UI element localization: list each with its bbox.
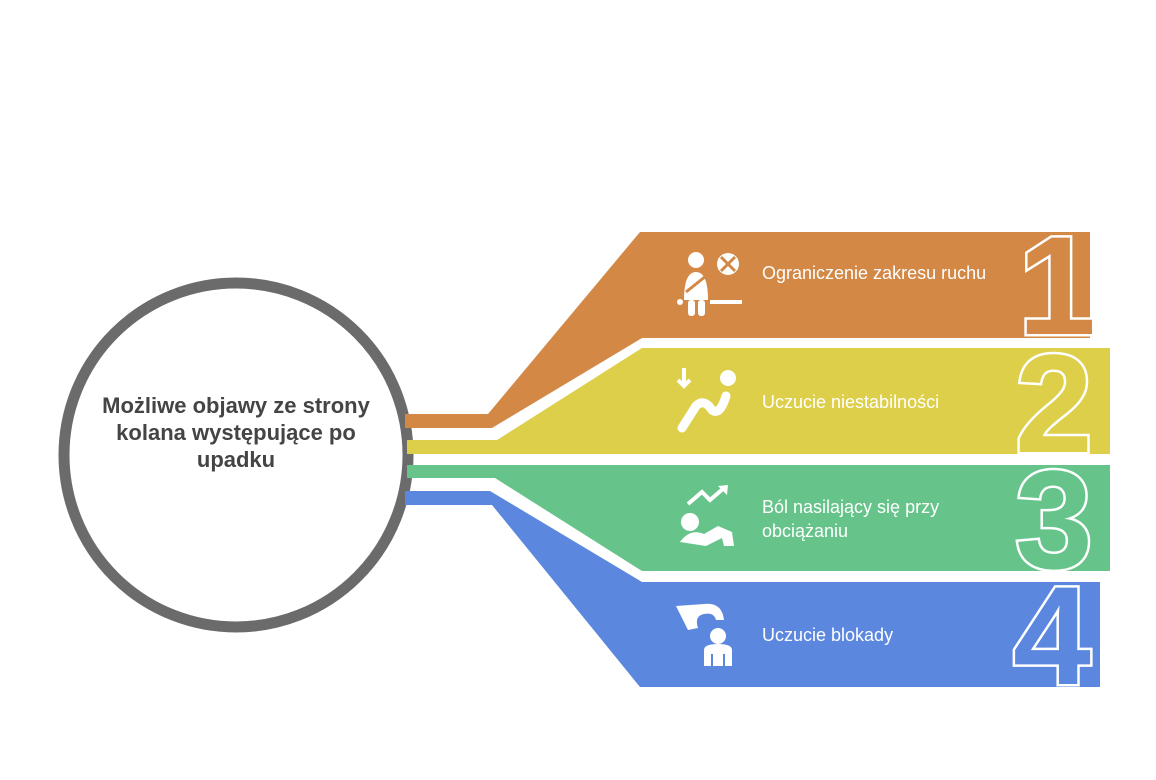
step-number-3: 3	[1015, 441, 1093, 598]
pain-rising-icon	[680, 485, 734, 546]
band-3	[407, 465, 1110, 571]
step-number-2: 2	[1015, 325, 1093, 482]
center-title: Możliwe objawy ze strony kolana występuj…	[102, 393, 370, 472]
falling-person-icon	[676, 368, 736, 433]
seatbelt-person-icon	[677, 252, 742, 316]
band-1	[405, 232, 1090, 428]
center-circle	[58, 277, 414, 633]
band-4	[405, 491, 1100, 687]
step-number-1: 1	[1018, 207, 1096, 364]
hand-holding-person-icon	[676, 603, 732, 666]
item-label-4: Uczucie blokady	[762, 625, 894, 645]
item-label-1: Ograniczenie zakresu ruchu	[762, 263, 987, 283]
band-2	[407, 348, 1110, 454]
step-number-4: 4	[1013, 557, 1091, 714]
item-label-3: Ból nasilający się przy obciążaniu	[762, 497, 940, 541]
item-label-2: Uczucie niestabilności	[762, 392, 940, 412]
